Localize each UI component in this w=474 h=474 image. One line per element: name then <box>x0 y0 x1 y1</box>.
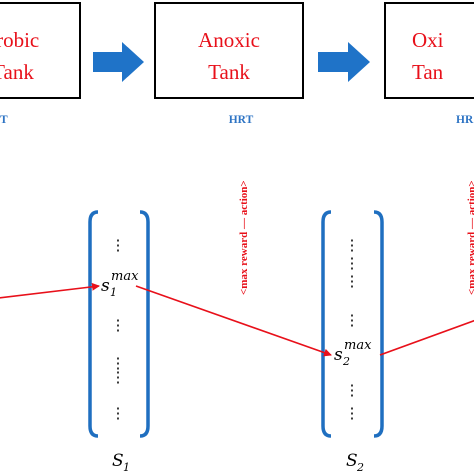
state-2-dots-top-b: ⋮ <box>345 254 360 272</box>
tank-3-line2: Tan <box>412 60 444 84</box>
state-2-max-sub: 2 <box>342 355 350 368</box>
state-1-max-sup: max <box>111 269 139 284</box>
flow-arrow-1 <box>93 42 144 82</box>
state-1-label-sub: 1 <box>123 461 130 474</box>
tank-2-line1: Anoxic <box>198 28 260 52</box>
tank-1-line1: erobic <box>0 28 39 52</box>
state-2-label-sub: 2 <box>356 461 364 474</box>
state-1-dots-low-b: ⋮ <box>111 368 126 386</box>
state-1-label: S 1 <box>112 451 130 474</box>
tank-box-2 <box>154 2 304 99</box>
state-1-max-sub: 1 <box>110 286 117 299</box>
state-1-dots-low-a: ⋮ <box>111 354 126 372</box>
tank-box-1 <box>0 2 81 99</box>
flow-arrow-2 <box>318 42 370 82</box>
state-1-max-base: s <box>101 276 110 296</box>
state-1-max-element: s 1 max <box>101 269 139 299</box>
state-1-right-bracket <box>139 210 150 438</box>
state-2-dots-upper: ⋮ <box>345 311 360 329</box>
state-2-max-sup: max <box>344 338 372 353</box>
hrt-label-3: HR <box>456 114 474 126</box>
hrt-label-1: T <box>0 114 8 126</box>
path-arrow-out <box>379 319 474 356</box>
state-2-dots-lower: ⋮ <box>345 381 360 399</box>
state-1-label-base: S <box>112 451 124 471</box>
state-2-label-base: S <box>346 451 358 471</box>
tank-1-line2: Tank <box>0 60 34 84</box>
state-2-right-bracket <box>373 210 384 438</box>
state-1-left-bracket <box>88 210 99 438</box>
state-1-dots-top: ⋮ <box>111 236 126 254</box>
path-arrow-in <box>0 282 100 299</box>
vertical-label-2: <max reward — action> <box>466 180 474 295</box>
vertical-label-1: <max reward — action> <box>238 180 250 295</box>
tank-box-3 <box>384 2 474 99</box>
state-1-dots-mid: ⋮ <box>111 316 126 334</box>
state-2-max-element: s 2 max <box>334 338 372 368</box>
state-2-dots-bottom: ⋮ <box>345 404 360 422</box>
path-arrow-s1-to-s2 <box>135 285 332 357</box>
state-2-dots-top-a: ⋮ <box>345 236 360 254</box>
state-2-dots-top-c: ⋮ <box>345 272 360 290</box>
tank-2-line2: Tank <box>208 60 250 84</box>
tank-3-line1: Oxi <box>412 28 444 52</box>
hrt-label-2: HRT <box>229 114 254 126</box>
state-2-label: S 2 <box>346 451 364 474</box>
state-2-max-base: s <box>334 345 343 365</box>
state-2-left-bracket <box>321 210 332 438</box>
state-1-dots-bottom: ⋮ <box>111 404 126 422</box>
